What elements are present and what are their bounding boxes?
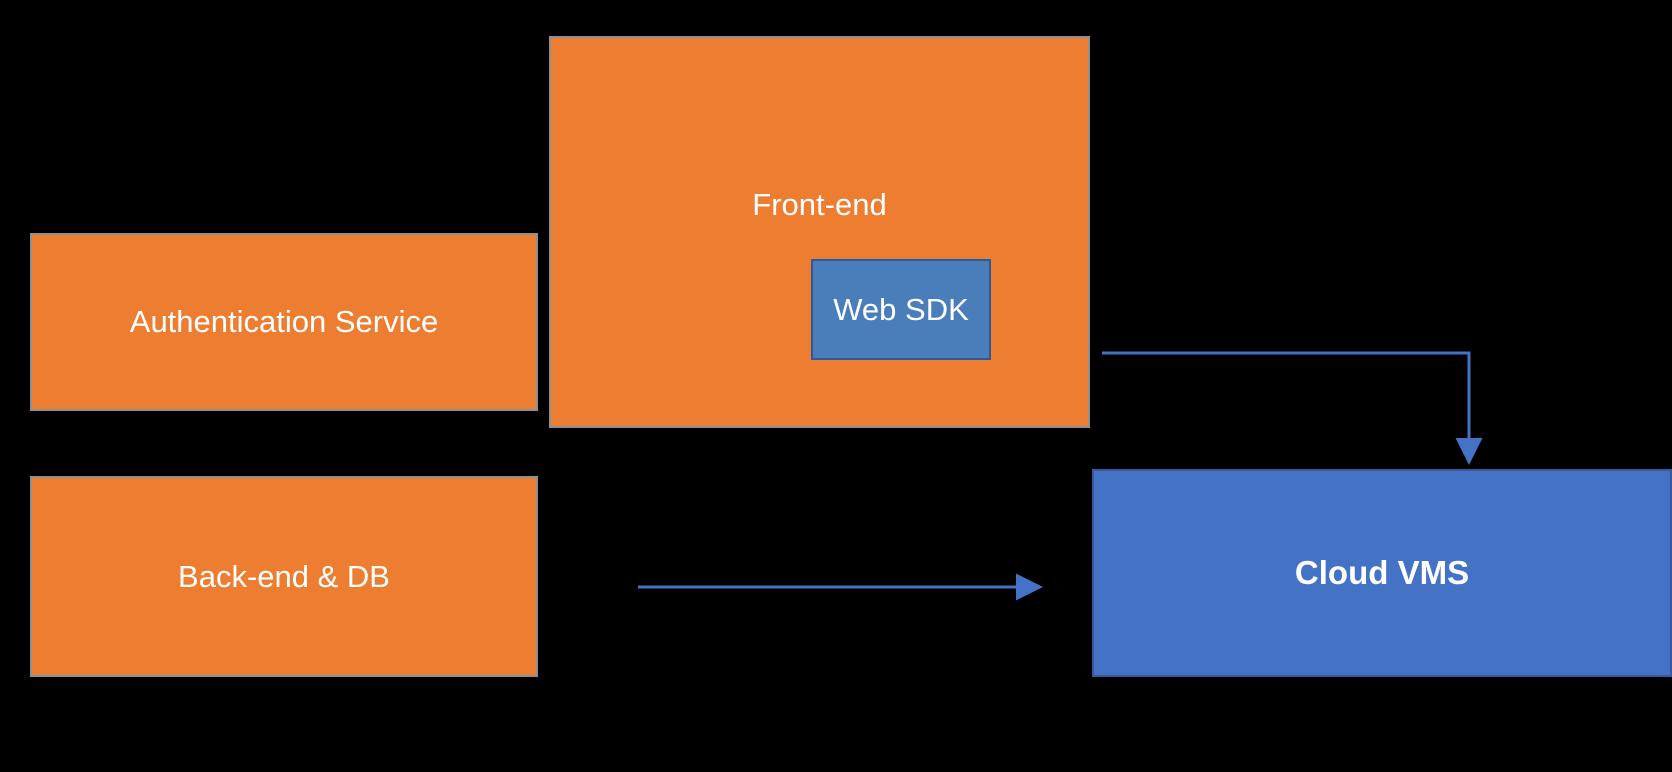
node-cloud-vms[interactable]: Cloud VMS [1092,469,1672,677]
node-front-end[interactable]: Front-end [549,36,1090,428]
node-label-cloud-vms: Cloud VMS [1294,554,1470,592]
connector-websdk-to-cloud-arrow [1102,351,1483,465]
node-label-authentication-service: Authentication Service [129,304,439,340]
node-web-sdk[interactable]: Web SDK [811,259,991,360]
node-authentication-service[interactable]: Authentication Service [30,233,538,411]
node-back-end-db[interactable]: Back-end & DB [30,476,538,677]
node-label-web-sdk: Web SDK [833,291,969,327]
node-label-back-end-db: Back-end & DB [178,558,390,594]
node-label-front-end: Front-end [752,187,887,222]
